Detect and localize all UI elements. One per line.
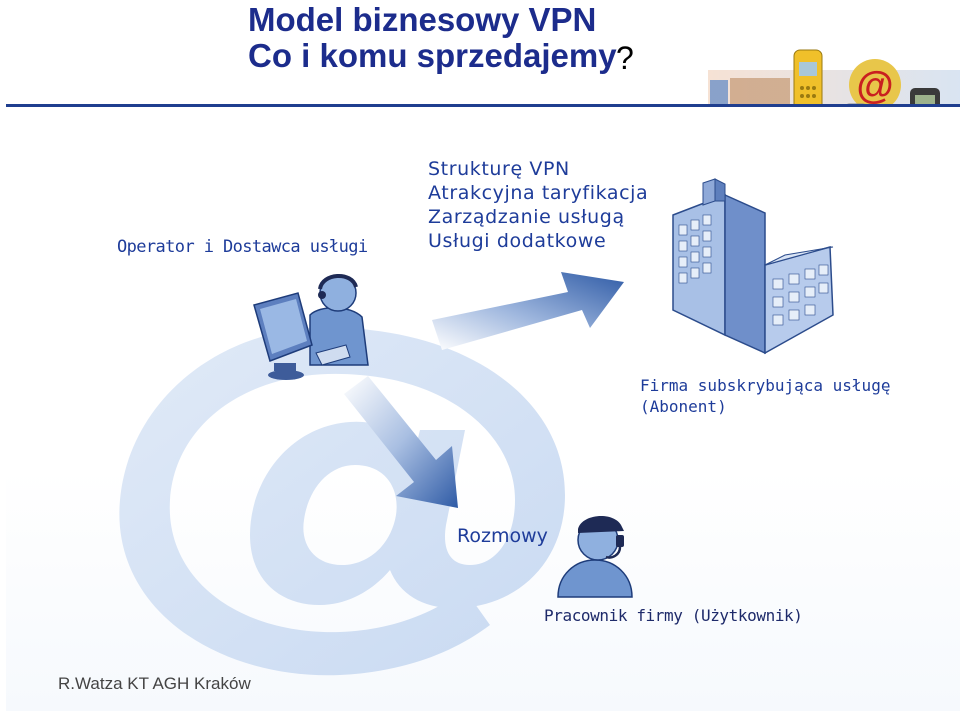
slide-title: Model biznesowy VPN Co i komu sprzedajem…	[248, 2, 617, 74]
service-item: Zarządzanie usługą	[428, 206, 625, 228]
office-building-icon	[672, 178, 834, 355]
header-rule	[6, 104, 960, 107]
firm-label-line-1: Firma subskrybująca usługę	[640, 376, 891, 395]
title-line-1: Model biznesowy VPN	[248, 1, 597, 38]
arrow-to-firm	[432, 272, 624, 350]
services-list: Strukturę VPN Atrakcyjna taryfikacja Zar…	[428, 157, 648, 253]
title-question-mark: ?	[616, 40, 634, 76]
title-line-2: Co i komu sprzedajemy	[248, 37, 617, 74]
service-item: Usługi dodatkowe	[428, 230, 607, 252]
service-item: Strukturę VPN	[428, 158, 570, 180]
footer-credit: R.Watza KT AGH Kraków	[58, 674, 251, 693]
arrow-to-employee	[344, 376, 458, 508]
firm-label: Firma subskrybująca usługę (Abonent)	[640, 375, 890, 417]
employee-label: Pracownik firmy (Użytkownik)	[544, 606, 803, 625]
operator-at-computer-icon	[253, 274, 369, 380]
firm-label-line-2: (Abonent)	[640, 397, 727, 416]
operator-label: Operator i Dostawca usługi	[117, 237, 368, 257]
at-sign-watermark-icon	[119, 326, 565, 676]
employee-with-headset-icon	[557, 515, 633, 598]
svg-text:@: @	[856, 65, 893, 107]
calls-label: Rozmowy	[457, 525, 548, 547]
service-item: Atrakcyjna taryfikacja	[428, 182, 649, 204]
